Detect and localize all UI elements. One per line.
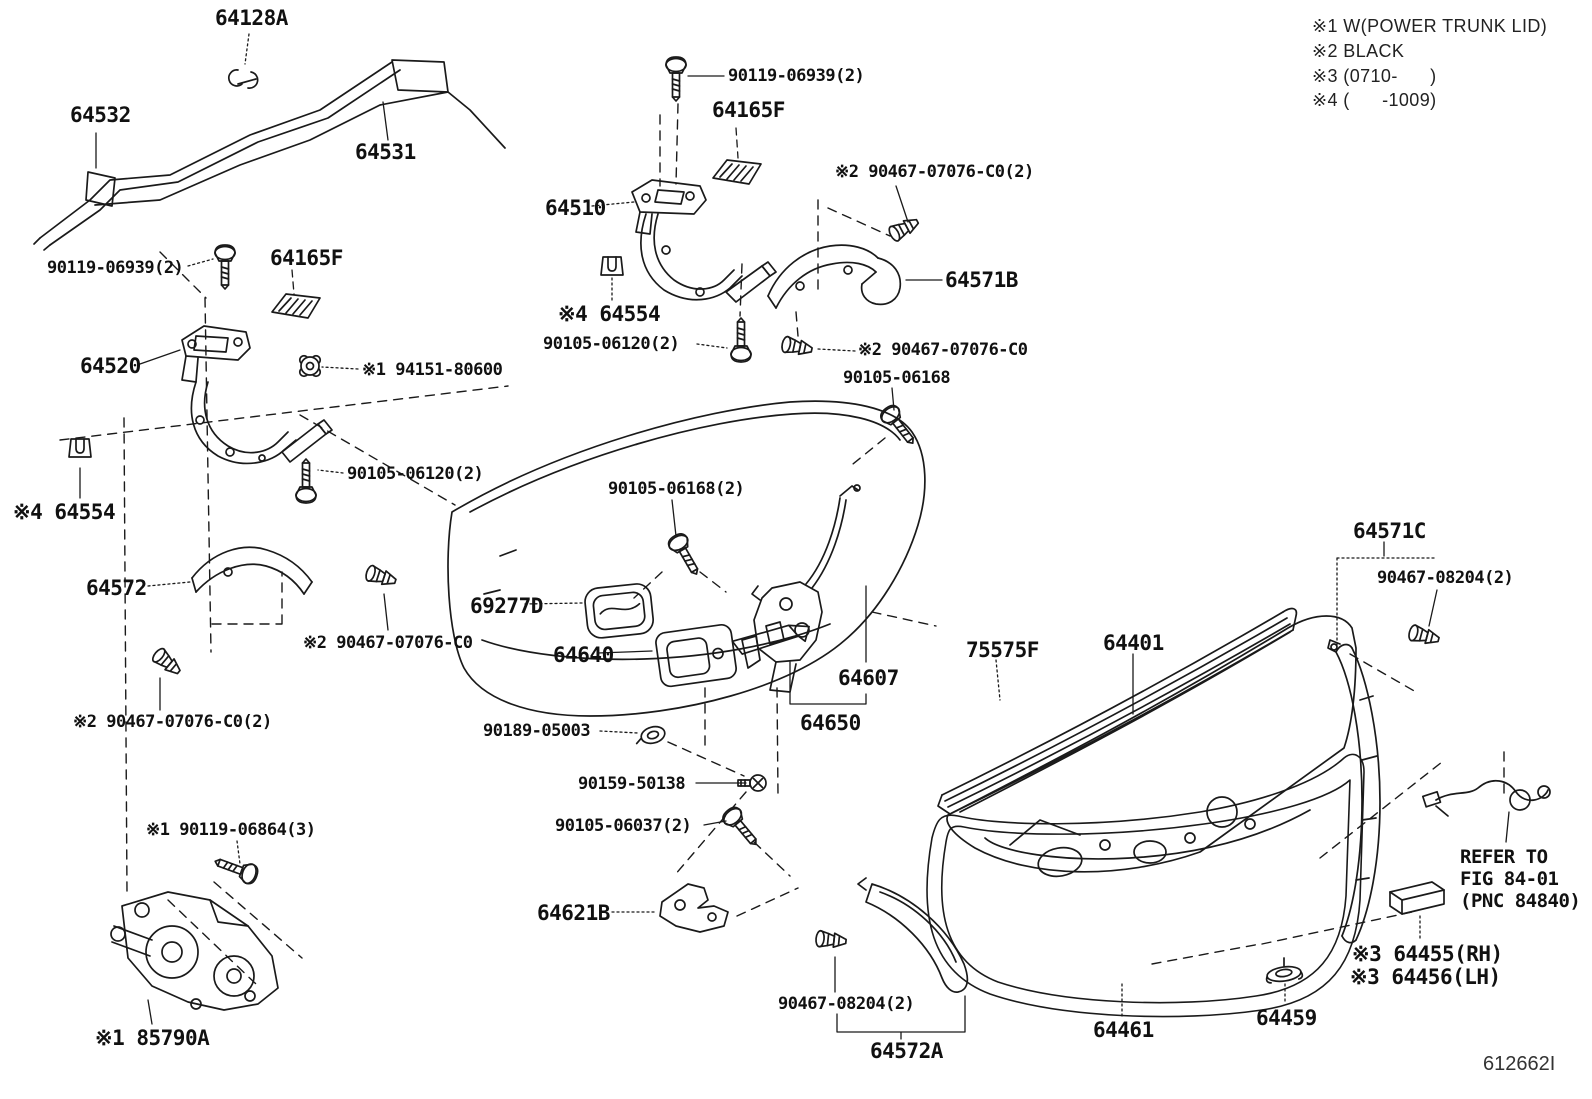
part-label-90159-50138: 90159-50138 <box>578 774 686 794</box>
part-label-64531: 64531 <box>355 140 416 164</box>
part-label-64459: 64459 <box>1256 1006 1317 1030</box>
push-clip-icon <box>1406 623 1442 649</box>
part-label-90119-06939-left: 90119-06939(2) <box>47 258 184 278</box>
part-label-90119-06939-top: 90119-06939(2) <box>728 66 865 86</box>
part-label-90105-06120-top: 90105-06120(2) <box>543 334 680 354</box>
weatherstrip-64461-drawing <box>926 753 1365 1018</box>
part-label-64455-rh: ※3 64455(RH) <box>1352 942 1503 966</box>
plate-icon <box>271 293 321 319</box>
bolt-icon <box>730 317 752 363</box>
part-label-90467-07076-c0-mid: ※2 90467-07076-C0 <box>858 340 1028 360</box>
part-label-90105-06168-right: 90105-06168 <box>843 368 951 388</box>
part-label-90105-06037: 90105-06037(2) <box>555 816 692 836</box>
flat-clip-icon <box>1264 963 1304 985</box>
garnish-64572a-drawing <box>857 877 969 993</box>
part-label-69277d: 69277D <box>470 594 543 618</box>
part-label-64510: 64510 <box>545 196 606 220</box>
part-label-85790a: ※1 85790A <box>95 1026 210 1050</box>
legend-line-4: ※4 ( -1009) <box>1312 90 1437 110</box>
part-label-64640: 64640 <box>553 643 614 667</box>
part-label-94151-80600: ※1 94151-80600 <box>362 360 503 380</box>
cushion-64455-drawing <box>1389 881 1445 915</box>
part-label-64456-lh: ※3 64456(LH) <box>1350 965 1501 989</box>
part-label-64165f-left: 64165F <box>270 246 343 270</box>
clip-64128a-drawing <box>227 69 259 89</box>
garnish-64572-drawing <box>191 546 313 595</box>
part-label-90119-06864: ※1 90119-06864(3) <box>146 820 316 840</box>
plate-icon <box>712 159 762 185</box>
legend-line-2: ※2 BLACK <box>1312 41 1405 61</box>
part-label-64621b: 64621B <box>537 901 610 925</box>
garnish-64571b-drawing <box>767 244 902 309</box>
bolt-icon <box>664 530 707 580</box>
u-clip-icon <box>68 438 92 458</box>
part-label-64607: 64607 <box>838 666 899 690</box>
nut-icon <box>298 354 322 378</box>
part-label-75575f: 75575F <box>966 638 1039 662</box>
part-label-64572: 64572 <box>86 576 147 600</box>
part-label-90105-06168-center: 90105-06168(2) <box>608 479 745 499</box>
bolt-icon <box>295 458 317 504</box>
part-label-64520: 64520 <box>80 354 141 378</box>
leader-lines <box>79 33 1510 1040</box>
part-label-64572a: 64572A <box>870 1039 943 1063</box>
part-label-64650: 64650 <box>800 711 861 735</box>
part-label-64165f-top: 64165F <box>712 98 785 122</box>
grommet-icon <box>632 723 668 749</box>
figure-code: 612662I <box>1483 1053 1556 1075</box>
bolt-icon <box>214 244 236 290</box>
bolt-icon <box>210 851 261 887</box>
part-label-90189-05003: 90189-05003 <box>483 721 591 741</box>
push-clip-icon <box>363 563 399 590</box>
part-label-90467-08204-bottom: 90467-08204(2) <box>778 994 915 1014</box>
assembly-dashed-lines <box>59 103 1505 985</box>
part-label-64571b: 64571B <box>945 268 1018 292</box>
part-label-64128a: 64128A <box>215 6 288 30</box>
part-label-90467-07076-c0-left: ※2 90467-07076-C0 <box>303 633 473 653</box>
hinge-64520-drawing <box>181 325 333 465</box>
latch-64650-drawing <box>741 484 861 693</box>
part-label-64554-top: ※4 64554 <box>558 302 661 326</box>
part-label-64532: 64532 <box>70 103 131 127</box>
bezel-69277d-drawing <box>584 583 654 639</box>
u-clip-icon <box>600 256 624 276</box>
refer-note-line-2: FIG 84-01 <box>1460 868 1559 890</box>
part-label-90105-06120-left: 90105-06120(2) <box>347 464 484 484</box>
part-label-90467-07076-c0-2-top: ※2 90467-07076-C0(2) <box>835 162 1034 182</box>
part-label-64461: 64461 <box>1093 1018 1154 1042</box>
push-clip-icon <box>149 645 185 679</box>
refer-note-line-3: (PNC 84840) <box>1460 890 1581 912</box>
push-clip-icon <box>779 334 815 359</box>
wiring-harness-drawing <box>1421 779 1551 817</box>
stop-64621b-drawing <box>659 883 729 933</box>
garnish-64571c-drawing <box>1327 639 1381 944</box>
bolt-icon <box>665 56 687 102</box>
hinge-64510-drawing <box>631 179 777 303</box>
legend-line-1: ※1 W(POWER TRUNK LID) <box>1312 16 1548 36</box>
part-label-64554-left: ※4 64554 <box>13 500 116 524</box>
actuator-85790a-drawing <box>110 891 279 1011</box>
part-label-90467-07076-c0-2-left: ※2 90467-07076-C0(2) <box>73 712 272 732</box>
legend-line-3: ※3 (0710- ) <box>1312 66 1437 86</box>
part-label-90467-08204-right: 90467-08204(2) <box>1377 568 1514 588</box>
refer-note-line-1: REFER TO <box>1460 846 1548 868</box>
push-clip-icon <box>886 213 922 244</box>
part-label-64571c: 64571C <box>1353 519 1426 543</box>
push-clip-icon <box>814 929 848 951</box>
part-label-64401: 64401 <box>1103 631 1164 655</box>
torsion-bars-drawing <box>33 59 506 251</box>
bolt-icon <box>876 401 922 451</box>
trunk-lid-panel-64401-drawing <box>946 615 1357 878</box>
